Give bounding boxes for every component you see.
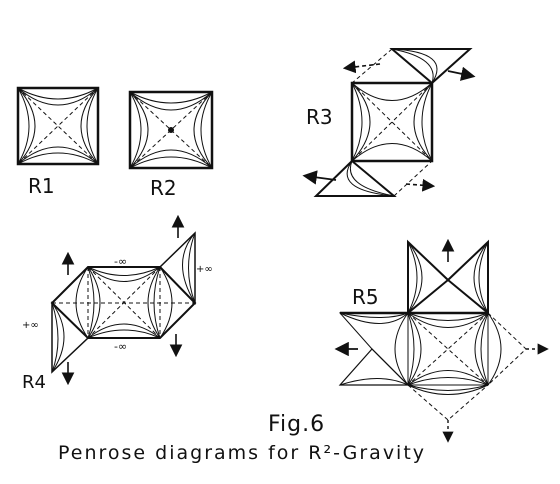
- diagram-r1: [16, 86, 100, 166]
- label-r1: R1: [28, 174, 55, 198]
- infinity-r4-top: -∞: [114, 255, 127, 268]
- diagram-r2: [128, 90, 214, 170]
- label-r3: R3: [306, 105, 333, 129]
- diagram-r5: [334, 238, 549, 443]
- figure-caption: Penrose diagrams for R²-Gravity: [58, 442, 427, 464]
- infinity-r4-bottom: -∞: [114, 340, 127, 353]
- label-r2: R2: [150, 176, 177, 200]
- label-r5: R5: [352, 285, 379, 309]
- infinity-r4-left: +∞: [22, 320, 39, 331]
- label-r4: R4: [22, 372, 46, 393]
- figure-number: Fig.6: [268, 412, 326, 437]
- infinity-r4-right: +∞: [196, 264, 213, 275]
- diagram-r3: [302, 48, 476, 197]
- diagram-r4: [50, 214, 197, 386]
